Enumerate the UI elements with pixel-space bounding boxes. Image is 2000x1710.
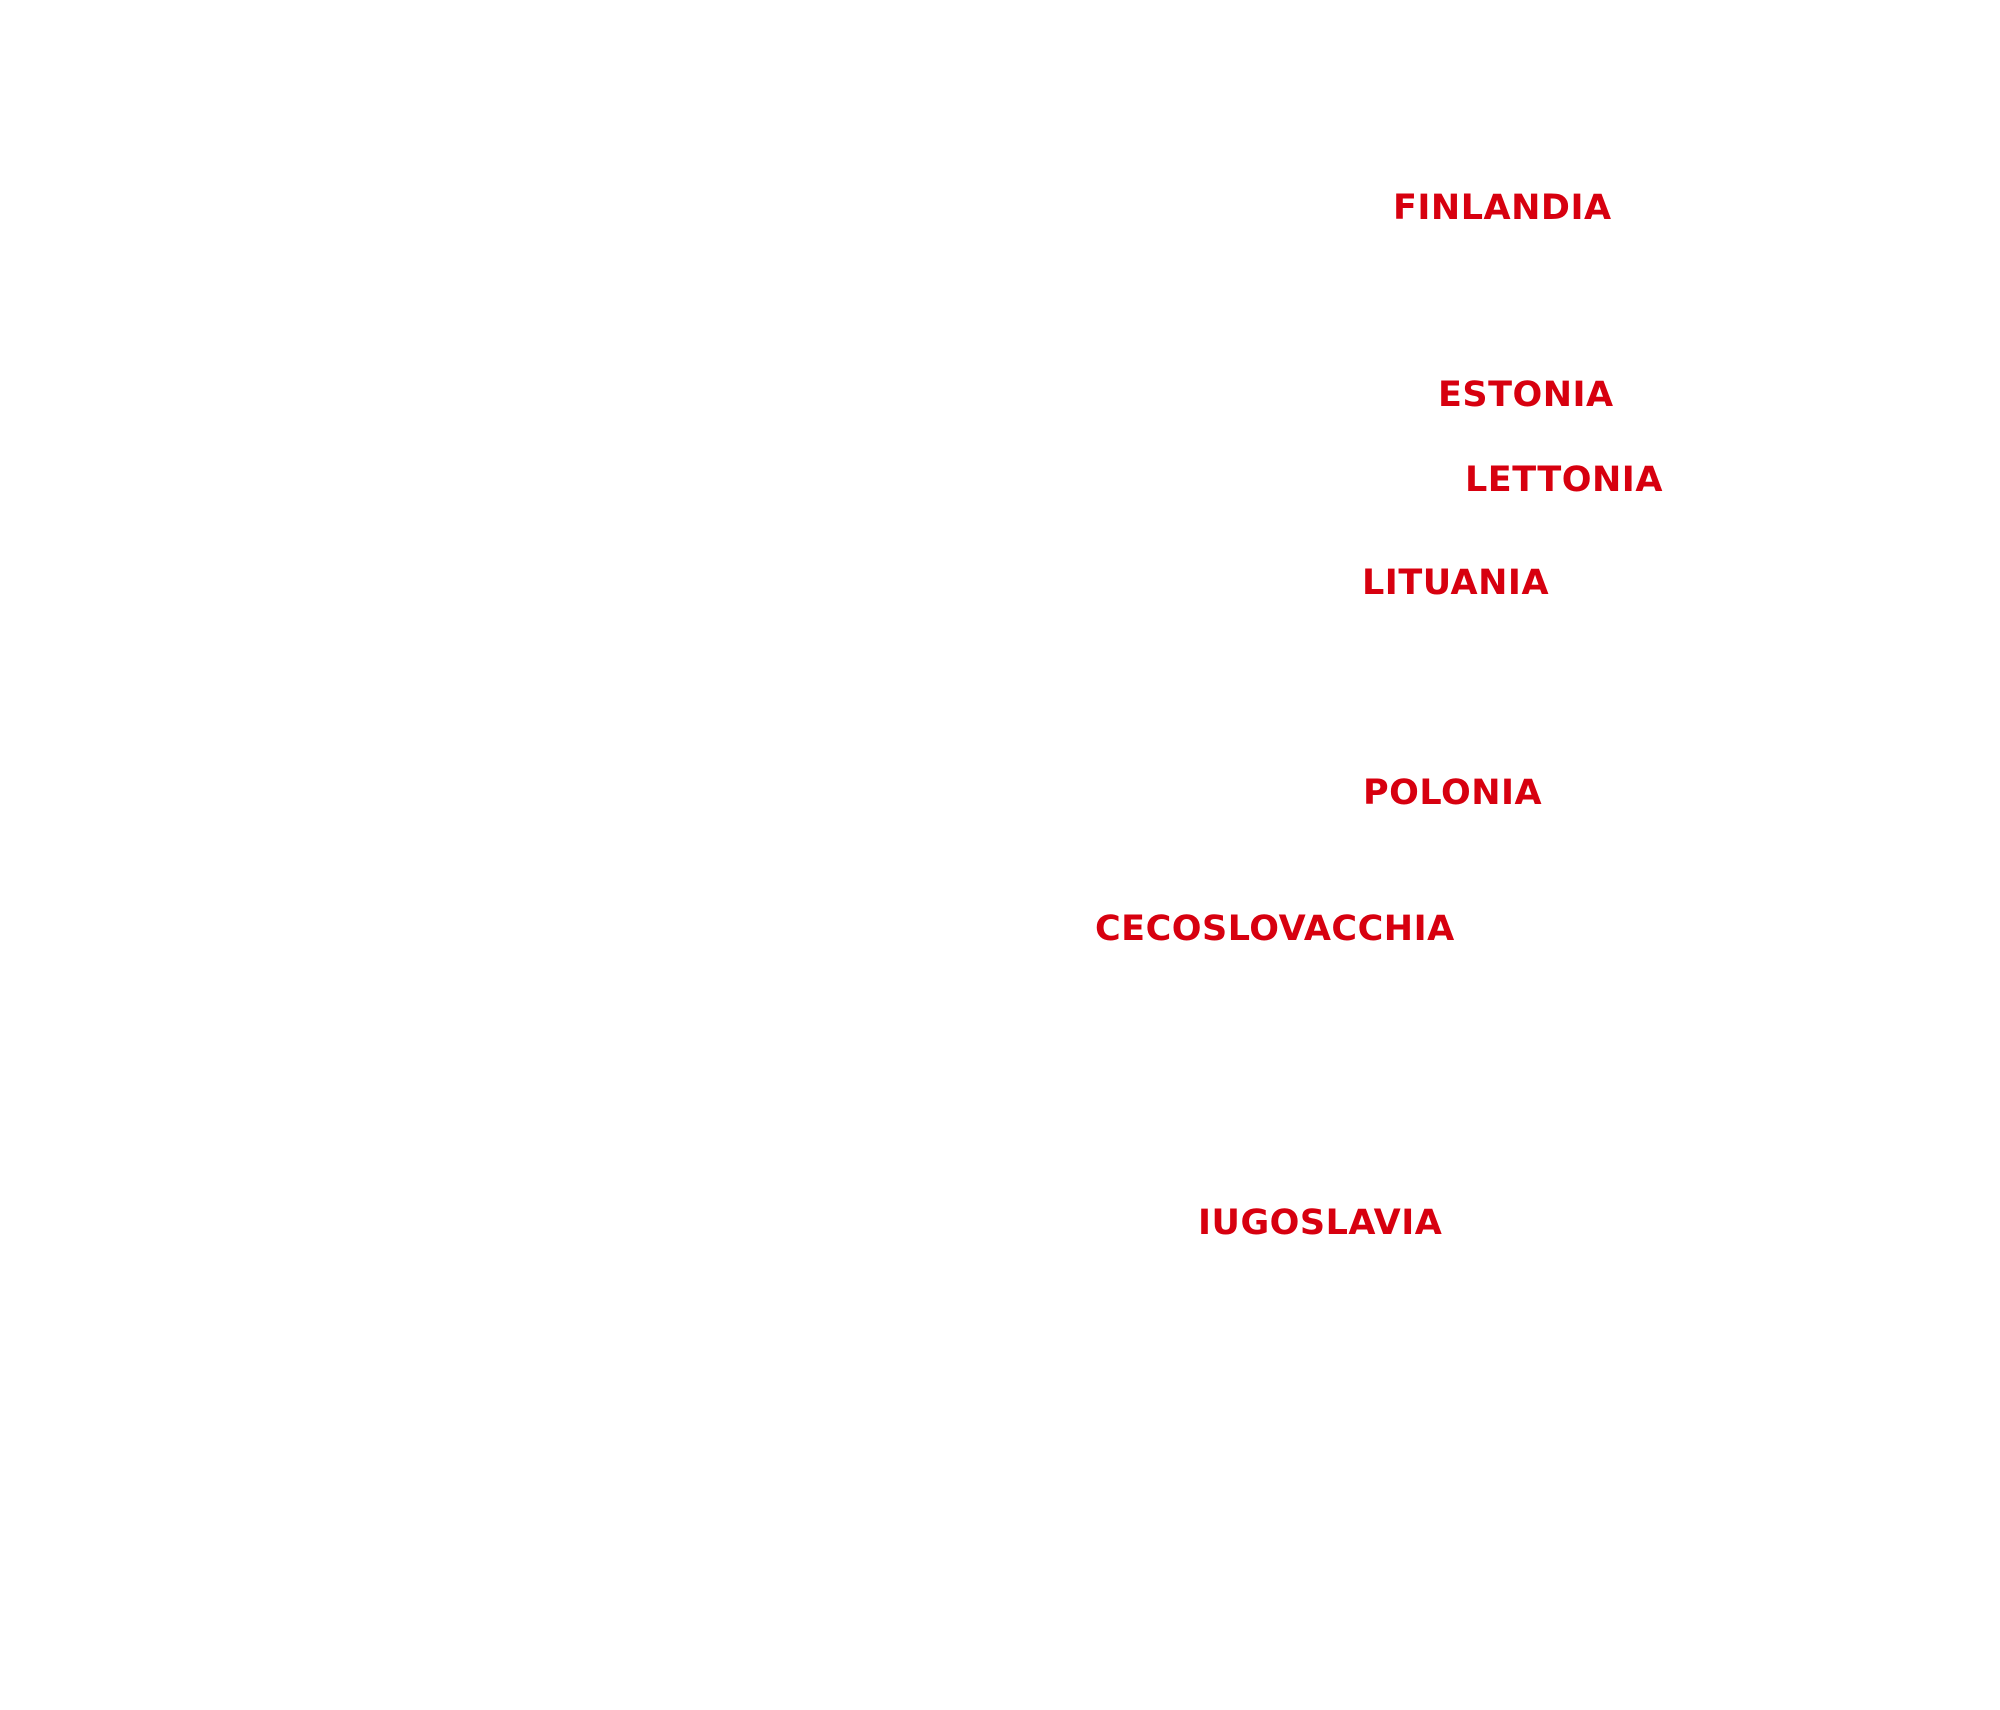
country-label-polonia: POLONIA: [1363, 773, 1543, 813]
country-label-iugoslavia: IUGOSLAVIA: [1198, 1203, 1443, 1243]
country-label-estonia: ESTONIA: [1438, 375, 1614, 415]
country-label-finlandia: FINLANDIA: [1393, 188, 1612, 228]
country-label-lituania: LITUANIA: [1362, 563, 1550, 603]
country-label-lettonia: LETTONIA: [1465, 460, 1663, 500]
country-label-cecoslovacchia: CECOSLOVACCHIA: [1095, 909, 1455, 949]
